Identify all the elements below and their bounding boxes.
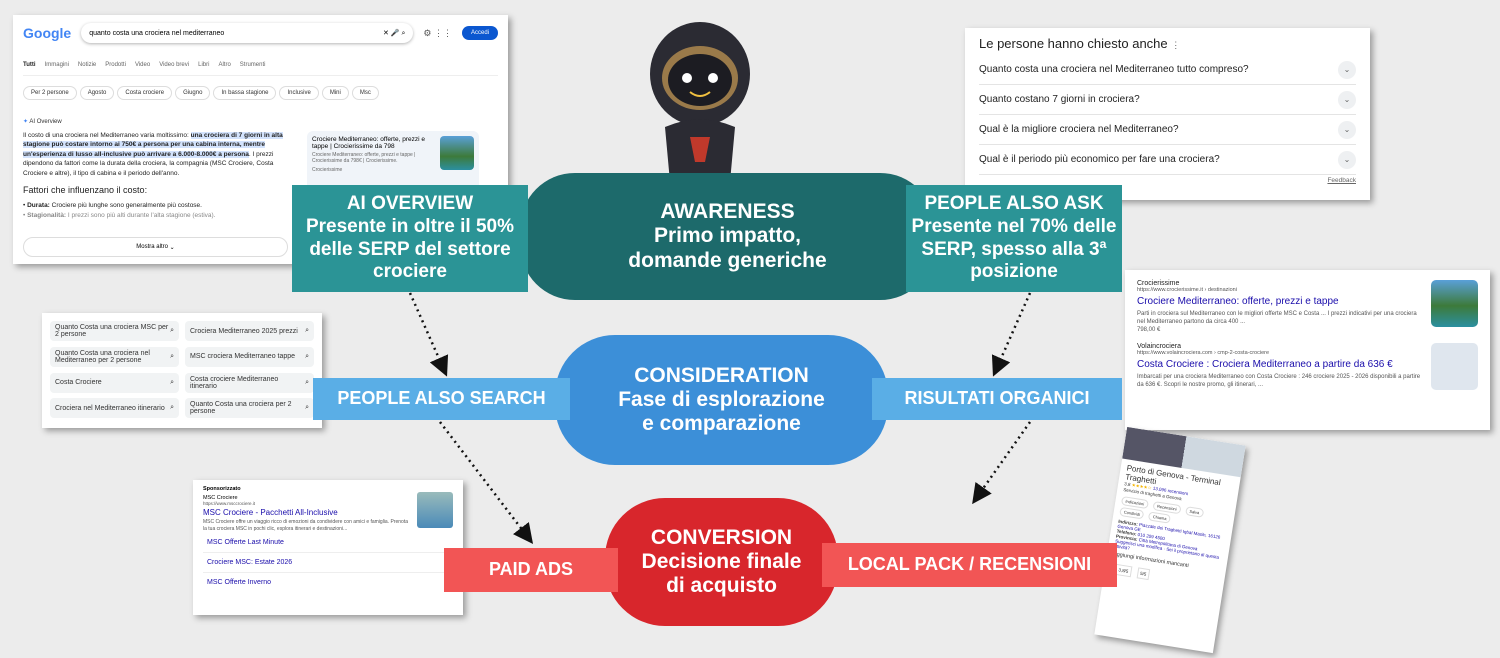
paa-title: Le persone hanno chiesto anche xyxy=(979,36,1168,51)
tab[interactable]: Strumenti xyxy=(239,62,266,68)
chip[interactable]: Costa crociere xyxy=(117,86,173,100)
ad-sitelink[interactable]: Crociere MSC: Estate 2026 xyxy=(203,553,453,573)
result-title-link[interactable]: Crociere Mediterraneo: offerte, prezzi e… xyxy=(1137,296,1339,307)
more-icon[interactable]: ⋮ xyxy=(1171,40,1181,50)
search-icon: ⌕ xyxy=(170,404,174,412)
search-input[interactable]: quanto costa una crociera nel mediterran… xyxy=(81,23,413,43)
tab[interactable]: Libri xyxy=(198,62,210,68)
ad-sitelink[interactable]: MSC Offerte Inverno xyxy=(207,579,272,586)
label-paid-ads: PAID ADS xyxy=(444,548,618,592)
related-search[interactable]: MSC crociera Mediterraneo tappe⌕ xyxy=(185,346,314,367)
search-icon: ⌕ xyxy=(170,327,174,334)
result-title-link[interactable]: Costa Crociere : Crociera Mediterraneo a… xyxy=(1137,358,1393,370)
search-icon: ⌕ xyxy=(305,327,309,334)
result-thumbnail xyxy=(1431,280,1478,327)
factors-title: Fattori che influenzano il costo: xyxy=(23,185,148,196)
label-local-pack: LOCAL PACK / RECENSIONI xyxy=(822,543,1117,587)
related-search[interactable]: Costa crociere Mediterraneo itinerario⌕ xyxy=(185,372,314,393)
source-thumbnail xyxy=(440,136,474,170)
chip[interactable]: Mini xyxy=(321,86,349,100)
serp-tabs: Tutti Immagini Notizie Prodotti Video Video b… xyxy=(23,53,498,76)
paa-question[interactable]: Qual è la migliore crociera nel Mediterr… xyxy=(979,115,1356,145)
robot-mascot-icon xyxy=(650,22,750,182)
tab[interactable]: Altro xyxy=(218,62,231,68)
tab[interactable]: Tutti xyxy=(23,62,36,68)
chevron-down-icon[interactable]: ⌄ xyxy=(1338,60,1356,79)
tab[interactable]: Notizie xyxy=(77,62,97,68)
tab[interactable]: Video brevi xyxy=(159,62,190,68)
paa-question[interactable]: Qual è il periodo più economico per fare… xyxy=(979,145,1356,175)
tab[interactable]: Immagini xyxy=(44,62,69,68)
ai-source-card[interactable]: Crociere Mediterraneo: offerte, prezzi e… xyxy=(307,131,479,191)
related-search[interactable]: Costa Crociere⌕ xyxy=(50,372,179,393)
query-text: quanto costa una crociera nel mediterran… xyxy=(89,29,225,37)
related-search[interactable]: Quanto Costa una crociera MSC per 2 pers… xyxy=(50,321,179,341)
related-search[interactable]: Quanto Costa una crociera nel Mediterran… xyxy=(50,346,179,367)
serp-screenshot: Google quanto costa una crociera nel med… xyxy=(13,15,508,264)
ai-sparkle-icon: ✦ xyxy=(23,119,29,125)
chip[interactable]: Agosto xyxy=(79,86,115,100)
label-people-also-search: PEOPLE ALSO SEARCH xyxy=(313,378,570,420)
search-icon: ⌕ xyxy=(305,378,309,386)
ai-overview-text: Il costo di una crociera nel Mediterrane… xyxy=(23,131,293,220)
arrow-pas-to-paid xyxy=(439,421,534,544)
ai-overview-title: AI Overview xyxy=(29,119,62,125)
search-icon[interactable]: ✕ 🎤 ⌕ xyxy=(383,29,406,37)
show-more-button[interactable]: Mostra altro ⌄ xyxy=(23,237,288,257)
chip[interactable]: Msc xyxy=(351,86,379,100)
feedback-link[interactable]: Feedback xyxy=(1327,177,1356,184)
google-logo: Google xyxy=(23,25,72,41)
arrow-paa-to-organic xyxy=(991,292,1032,377)
chip[interactable]: Per 2 persone xyxy=(23,86,77,100)
related-search[interactable]: Quanto Costa una crociera per 2 persone⌕ xyxy=(185,398,314,419)
save-button[interactable]: Salva xyxy=(1184,506,1204,518)
sponsored-label: Sponsorizzato xyxy=(203,486,241,492)
tab[interactable]: Video xyxy=(134,62,151,68)
search-icon: ⌕ xyxy=(170,352,174,360)
login-button[interactable]: Accedi xyxy=(461,26,498,40)
related-search[interactable]: Crociera Mediterraneo 2025 prezzi⌕ xyxy=(185,321,314,341)
related-search[interactable]: Crociera nel Mediterraneo itinerario⌕ xyxy=(50,398,179,419)
tab[interactable]: Prodotti xyxy=(105,62,126,68)
label-organic-results: RISULTATI ORGANICI xyxy=(872,378,1122,420)
call-button[interactable]: Chiama xyxy=(1148,511,1172,524)
arrow-organic-to-local xyxy=(972,421,1032,505)
ad-sitelink[interactable]: MSC Offerte Last Minute xyxy=(203,533,453,553)
paa-question[interactable]: Quanto costano 7 giorni in crociera?⌄ xyxy=(979,85,1356,115)
share-button[interactable]: Condividi xyxy=(1119,506,1145,520)
people-also-search-panel: Quanto Costa una crociera MSC per 2 pers… xyxy=(42,313,322,428)
search-icon: ⌕ xyxy=(305,352,309,360)
search-icon: ⌕ xyxy=(305,404,309,412)
map-thumbnail xyxy=(1431,342,1478,390)
search-icon: ⌕ xyxy=(170,378,174,386)
chevron-down-icon[interactable]: ⌄ xyxy=(1338,90,1356,109)
chevron-down-icon[interactable]: ⌄ xyxy=(1338,150,1356,169)
paa-question[interactable]: Quanto costa una crociera nel Mediterran… xyxy=(979,55,1356,85)
chip[interactable]: In bassa stagione xyxy=(213,86,277,100)
chip[interactable]: Inclusive xyxy=(279,86,319,100)
people-also-ask-panel: Le persone hanno chiesto anche ⋮ Quanto … xyxy=(965,28,1370,200)
ad-thumbnail xyxy=(417,492,453,528)
chevron-down-icon[interactable]: ⌄ xyxy=(1338,120,1356,139)
chip[interactable]: Giugno xyxy=(175,86,211,100)
arrow-ai-to-pas xyxy=(408,292,449,377)
settings-icon[interactable]: ⚙ ⋮⋮ xyxy=(423,27,452,38)
ad-title-link[interactable]: MSC Crociere - Pacchetti All-Inclusive xyxy=(203,508,338,517)
other-score: 5/5 xyxy=(1136,567,1151,581)
